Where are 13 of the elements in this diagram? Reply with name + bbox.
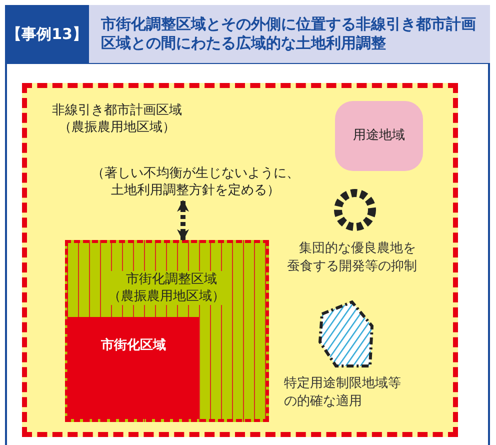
case-tag: 【事例13】 (5, 5, 89, 63)
caption-text: 集団的な優良農地を蚕食する開発等の抑制 (287, 240, 418, 276)
note-text: （著しい不均衡が生じないように、土地利用調整方針を定める） (90, 165, 300, 199)
region-area (22, 83, 458, 437)
region-area (65, 240, 269, 422)
double-arrow (177, 200, 189, 242)
caption-text: 特定用途制限地域等の的確な適用 (284, 375, 402, 411)
title-text: 市街化調整区域とその外側に位置する非線引き都市計画区域との間にわたる広域的な土地利用調整 (101, 15, 477, 53)
region-label: 非線引き都市計画区域（農振農用地区域） (51, 102, 183, 136)
zone-label: 市街化区域 (100, 337, 167, 354)
zone-label: 用途地域 (352, 127, 406, 144)
zone-box (68, 317, 199, 419)
zone-box (335, 101, 423, 171)
